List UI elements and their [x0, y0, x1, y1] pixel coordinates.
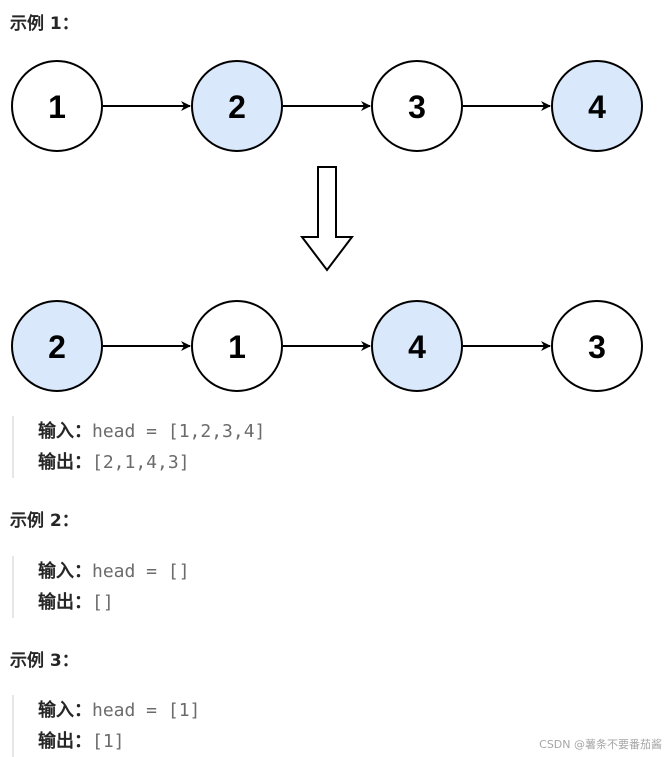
example-3-input-line: 输入：head = [1]	[38, 695, 670, 726]
top-node-2-label: 2	[228, 89, 246, 125]
output-value: [2,1,4,3]	[92, 452, 190, 473]
example-3-output-line: 输出：[1]	[38, 726, 670, 757]
top-node-4: 4	[551, 60, 643, 152]
example-3-io: 输入：head = [1] 输出：[1]	[12, 695, 670, 757]
bottom-node-3-label: 4	[408, 329, 426, 365]
input-value: head = [1]	[92, 700, 201, 721]
example-1-input-line: 输入：head = [1,2,3,4]	[38, 416, 670, 447]
example-3-title: 示例 3：	[10, 651, 79, 671]
example-2-title: 示例 2：	[10, 511, 79, 531]
output-value: []	[92, 592, 114, 613]
top-node-1: 1	[11, 60, 103, 152]
example-1-io: 输入：head = [1,2,3,4] 输出：[2,1,4,3]	[12, 416, 670, 478]
bottom-node-2-label: 1	[228, 329, 246, 365]
output-label: 输出：	[38, 731, 92, 752]
output-label: 输出：	[38, 592, 92, 613]
example-2-output-line: 输出：[]	[38, 587, 670, 618]
input-label: 输入：	[38, 700, 92, 721]
bottom-node-4: 3	[551, 300, 643, 392]
output-label: 输出：	[38, 452, 92, 473]
example-1-output-line: 输出：[2,1,4,3]	[38, 447, 670, 478]
transform-down-arrow-icon	[299, 166, 355, 272]
csdn-watermark: CSDN @薯条不要番茄酱	[539, 738, 662, 751]
bottom-node-3: 4	[371, 300, 463, 392]
bottom-node-1-label: 2	[48, 329, 66, 365]
input-value: head = [1,2,3,4]	[92, 421, 266, 442]
linked-list-swap-diagram: 1 2 3 4 2 1 4 3	[11, 60, 643, 392]
example-2-input-line: 输入：head = []	[38, 556, 670, 587]
top-node-2: 2	[191, 60, 283, 152]
top-node-3-label: 3	[408, 89, 426, 125]
bottom-node-2: 1	[191, 300, 283, 392]
top-node-3: 3	[371, 60, 463, 152]
example-1-title: 示例 1：	[10, 14, 79, 34]
bottom-node-1: 2	[11, 300, 103, 392]
bottom-node-4-label: 3	[588, 329, 606, 365]
input-label: 输入：	[38, 561, 92, 582]
example-2-io: 输入：head = [] 输出：[]	[12, 556, 670, 618]
top-node-4-label: 4	[588, 89, 606, 125]
input-label: 输入：	[38, 421, 92, 442]
top-node-1-label: 1	[48, 89, 66, 125]
output-value: [1]	[92, 731, 125, 752]
input-value: head = []	[92, 561, 190, 582]
